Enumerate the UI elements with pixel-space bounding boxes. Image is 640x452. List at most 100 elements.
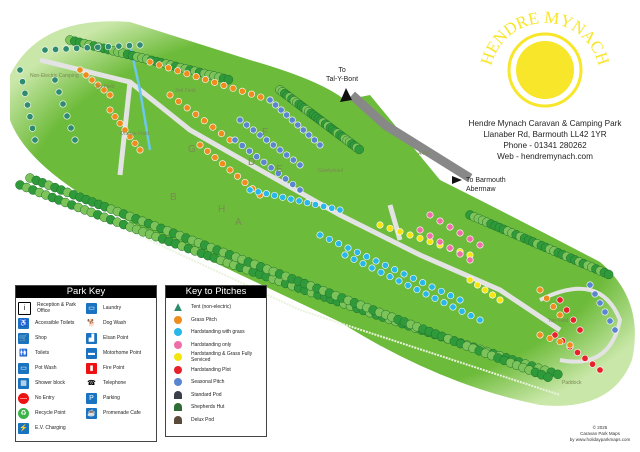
- pitch-marker[interactable]: [317, 232, 323, 238]
- pitch-marker[interactable]: [397, 228, 403, 234]
- pitch-marker[interactable]: [457, 297, 463, 303]
- pitch-marker[interactable]: [363, 253, 369, 259]
- pitch-marker[interactable]: [83, 72, 89, 78]
- pitch-marker[interactable]: [52, 46, 58, 52]
- pitch-marker[interactable]: [295, 122, 301, 128]
- pitch-marker[interactable]: [288, 196, 294, 202]
- pitch-marker[interactable]: [280, 194, 286, 200]
- pitch-marker[interactable]: [250, 127, 256, 133]
- pitch-marker[interactable]: [377, 222, 383, 228]
- pitch-marker[interactable]: [283, 152, 289, 158]
- pitch-marker[interactable]: [467, 277, 473, 283]
- pitch-marker[interactable]: [167, 92, 173, 98]
- pitch-marker[interactable]: [497, 297, 503, 303]
- pitch-marker[interactable]: [457, 230, 463, 236]
- pitch-marker[interactable]: [95, 44, 101, 50]
- pitch-marker[interactable]: [467, 257, 473, 263]
- pitch-marker[interactable]: [105, 43, 111, 49]
- pitch-marker[interactable]: [597, 300, 603, 306]
- pitch-marker[interactable]: [489, 292, 495, 298]
- pitch-marker[interactable]: [587, 282, 593, 288]
- pitch-marker[interactable]: [557, 297, 563, 303]
- pitch-marker[interactable]: [345, 245, 351, 251]
- pitch-marker[interactable]: [64, 113, 70, 119]
- pitch-marker[interactable]: [467, 236, 473, 242]
- pitch-marker[interactable]: [459, 308, 465, 314]
- pitch-marker[interactable]: [429, 284, 435, 290]
- pitch-marker[interactable]: [304, 200, 310, 206]
- pitch-marker[interactable]: [63, 46, 69, 52]
- pitch-marker[interactable]: [268, 165, 274, 171]
- pitch-marker[interactable]: [550, 303, 556, 309]
- pitch-marker[interactable]: [137, 147, 143, 153]
- pitch-marker[interactable]: [427, 212, 433, 218]
- pitch-marker[interactable]: [184, 70, 190, 76]
- pitch-marker[interactable]: [17, 67, 23, 73]
- pitch-marker[interactable]: [387, 273, 393, 279]
- pitch-marker[interactable]: [112, 113, 118, 119]
- pitch-marker[interactable]: [391, 266, 397, 272]
- pitch-marker[interactable]: [201, 118, 207, 124]
- pitch-marker[interactable]: [432, 295, 438, 301]
- pitch-marker[interactable]: [378, 269, 384, 275]
- pitch-marker[interactable]: [237, 117, 243, 123]
- pitch-marker[interactable]: [197, 142, 203, 148]
- pitch-marker[interactable]: [574, 349, 580, 355]
- pitch-marker[interactable]: [84, 45, 90, 51]
- pitch-marker[interactable]: [351, 256, 357, 262]
- pitch-marker[interactable]: [174, 68, 180, 74]
- pitch-marker[interactable]: [410, 275, 416, 281]
- pitch-marker[interactable]: [255, 189, 261, 195]
- pitch-marker[interactable]: [221, 82, 227, 88]
- pitch-marker[interactable]: [326, 236, 332, 242]
- pitch-marker[interactable]: [427, 233, 433, 239]
- pitch-marker[interactable]: [258, 94, 264, 100]
- pitch-marker[interactable]: [543, 295, 549, 301]
- pitch-marker[interactable]: [296, 198, 302, 204]
- pitch-marker[interactable]: [563, 307, 569, 313]
- pitch-marker[interactable]: [300, 127, 306, 133]
- pitch-marker[interactable]: [289, 117, 295, 123]
- pitch-marker[interactable]: [263, 190, 269, 196]
- pitch-marker[interactable]: [56, 89, 62, 95]
- pitch-marker[interactable]: [320, 203, 326, 209]
- pitch-marker[interactable]: [369, 265, 375, 271]
- pitch-marker[interactable]: [447, 292, 453, 298]
- pitch-marker[interactable]: [29, 125, 35, 131]
- pitch-marker[interactable]: [175, 98, 181, 104]
- pitch-marker[interactable]: [447, 245, 453, 251]
- pitch-marker[interactable]: [577, 327, 583, 333]
- pitch-marker[interactable]: [477, 317, 483, 323]
- pitch-marker[interactable]: [342, 252, 348, 258]
- pitch-marker[interactable]: [414, 286, 420, 292]
- pitch-marker[interactable]: [270, 142, 276, 148]
- pitch-marker[interactable]: [417, 235, 423, 241]
- pitch-marker[interactable]: [230, 85, 236, 91]
- pitch-marker[interactable]: [72, 137, 78, 143]
- pitch-marker[interactable]: [597, 367, 603, 373]
- pitch-marker[interactable]: [283, 112, 289, 118]
- pitch-marker[interactable]: [570, 317, 576, 323]
- pitch-marker[interactable]: [116, 43, 122, 49]
- pitch-marker[interactable]: [282, 176, 288, 182]
- pitch-marker[interactable]: [232, 137, 238, 143]
- pitch-marker[interactable]: [360, 260, 366, 266]
- pitch-marker[interactable]: [447, 224, 453, 230]
- pitch-marker[interactable]: [24, 102, 30, 108]
- pitch-marker[interactable]: [382, 262, 388, 268]
- pitch-marker[interactable]: [107, 92, 113, 98]
- pitch-marker[interactable]: [589, 361, 595, 367]
- pitch-marker[interactable]: [592, 291, 598, 297]
- pitch-marker[interactable]: [297, 187, 303, 193]
- pitch-marker[interactable]: [306, 132, 312, 138]
- pitch-marker[interactable]: [477, 242, 483, 248]
- pitch-marker[interactable]: [89, 77, 95, 83]
- pitch-marker[interactable]: [437, 239, 443, 245]
- pitch-marker[interactable]: [278, 107, 284, 113]
- pitch-marker[interactable]: [450, 304, 456, 310]
- pitch-marker[interactable]: [247, 187, 253, 193]
- pitch-marker[interactable]: [239, 88, 245, 94]
- pitch-marker[interactable]: [227, 167, 233, 173]
- pitch-marker[interactable]: [42, 47, 48, 53]
- pitch-marker[interactable]: [261, 159, 267, 165]
